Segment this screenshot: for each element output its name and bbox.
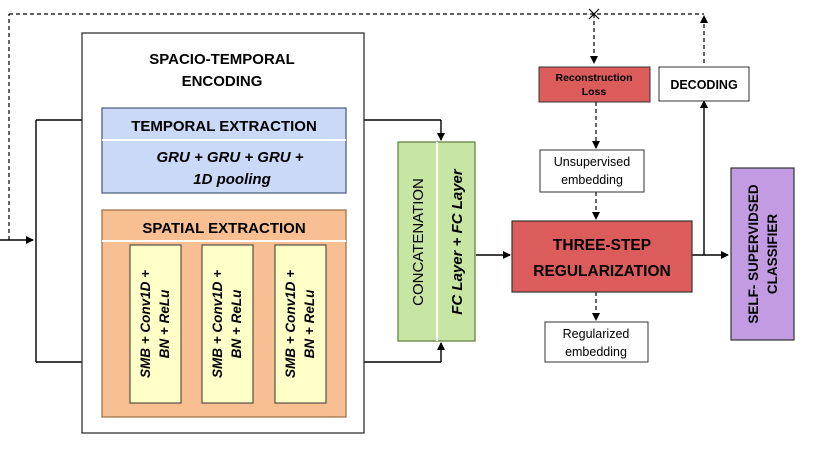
- reconstruction-line1: Reconstruction: [555, 72, 632, 84]
- encoding-title-line1: SPACIO-TEMPORAL: [149, 51, 295, 68]
- classifier-line1: SELF- SUPERVIDSED: [746, 184, 761, 324]
- spatial-block-1: SMB + Conv1D + BN + ReLu: [129, 244, 182, 404]
- reconstruction-loss-box: Reconstruction Loss: [538, 66, 651, 103]
- unsupervised-line2: embedding: [561, 173, 623, 187]
- spatial-title: SPATIAL EXTRACTION: [142, 220, 305, 237]
- spatial-block-3: SMB + Conv1D + BN + ReLu: [274, 244, 327, 404]
- classifier-line2: CLASSIFIER: [765, 214, 780, 295]
- reconstruction-line2: Loss: [582, 86, 607, 98]
- regularization-line1: THREE-STEP: [553, 237, 651, 254]
- encoding-title-line2: ENCODING: [182, 73, 263, 90]
- temporal-detail-line2: 1D pooling: [193, 171, 271, 188]
- spatial-block-3-line1: SMB + Conv1D +: [283, 270, 298, 378]
- spatial-block-3-line2: BN + ReLu: [302, 289, 317, 358]
- decoding-box: DECODING: [658, 66, 750, 102]
- temporal-title: TEMPORAL EXTRACTION: [131, 118, 317, 135]
- regularization-box: THREE-STEP REGULARIZATION: [511, 220, 693, 293]
- decoding-label: DECODING: [670, 78, 737, 92]
- spatial-block-2-line1: SMB + Conv1D +: [210, 270, 225, 378]
- spatial-block-1-line1: SMB + Conv1D +: [138, 270, 153, 378]
- regularized-embedding-box: Regularized embedding: [544, 321, 649, 363]
- regularization-line2: REGULARIZATION: [533, 263, 670, 280]
- concat-label: CONCATENATION: [410, 178, 427, 306]
- spatial-block-1-line2: BN + ReLu: [157, 289, 172, 358]
- loop-cross-mark: [588, 8, 600, 20]
- spatial-block-2-line2: BN + ReLu: [229, 289, 244, 358]
- concatenation-box: CONCATENATION FC Layer + FC Layer: [397, 141, 476, 342]
- regularized-line1: Regularized: [563, 327, 630, 341]
- dashed-connectors: [8, 13, 708, 321]
- spatial-block-2: SMB + Conv1D + BN + ReLu: [201, 244, 254, 404]
- classifier-box: SELF- SUPERVIDSED CLASSIFIER: [730, 167, 795, 341]
- unsupervised-line1: Unsupervised: [554, 155, 630, 169]
- temporal-extraction-box: TEMPORAL EXTRACTION GRU + GRU + GRU + 1D…: [101, 107, 347, 194]
- temporal-detail-line1: GRU + GRU + GRU +: [156, 149, 303, 166]
- unsupervised-embedding-box: Unsupervised embedding: [539, 149, 645, 193]
- regularized-line2: embedding: [565, 345, 627, 359]
- fc-layer-label: FC Layer + FC Layer: [449, 168, 466, 315]
